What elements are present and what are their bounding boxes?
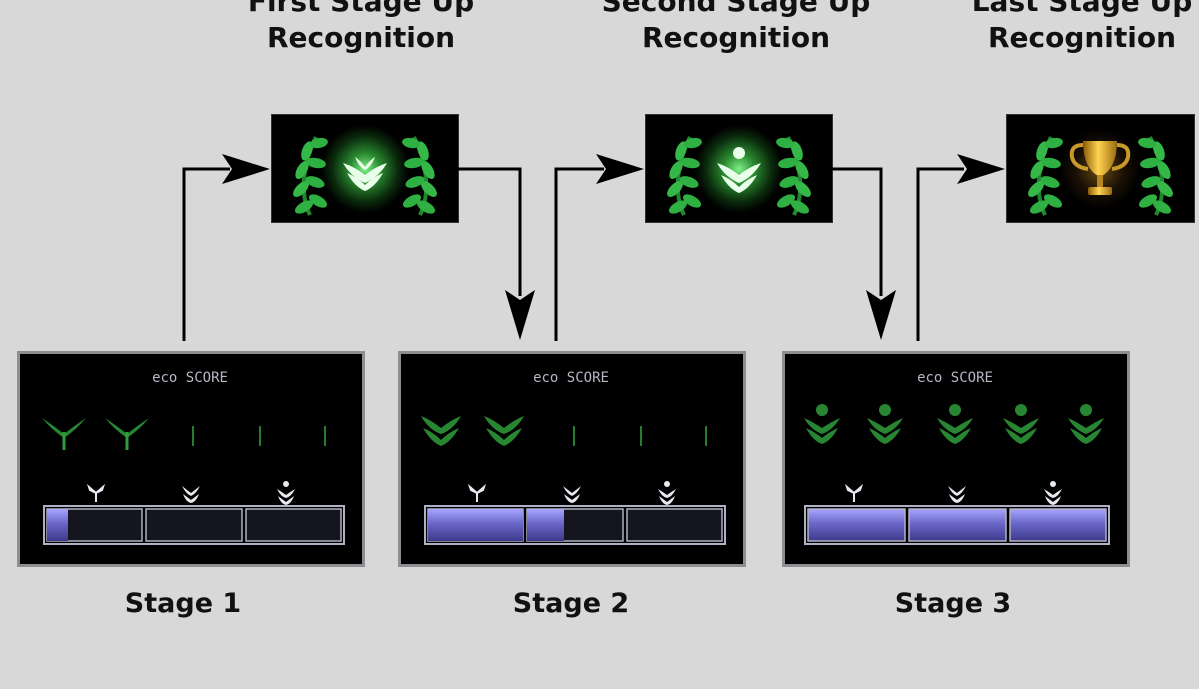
- bud-plant-icon: [937, 404, 973, 444]
- eco-score-display: eco SCORE: [42, 370, 345, 545]
- recognition-title-line1: First Stage Up: [247, 0, 475, 18]
- arrowhead-right-icon: [957, 154, 1005, 184]
- stage-marker-leaves-icon: [563, 486, 581, 503]
- stage-marker-bud-icon: [1044, 481, 1062, 505]
- recognition-title-line2: Recognition: [987, 21, 1177, 54]
- progress-fill-3: [1009, 508, 1107, 542]
- eco-progress-bar: [43, 505, 345, 545]
- stage-marker-sprout-icon: [86, 483, 106, 502]
- eco-score-title: eco SCORE: [152, 370, 228, 386]
- recognition-title-line2: Recognition: [266, 21, 456, 54]
- first-stage-badge: [271, 114, 459, 223]
- arrow-stage1-to-badge1: [182, 167, 230, 341]
- recognition-title-line2: Recognition: [641, 21, 831, 54]
- progress-segment-3: [245, 508, 342, 542]
- eco-score-display: eco SCORE: [804, 370, 1110, 545]
- stage-marker-leaves-icon: [948, 486, 966, 503]
- arrowhead-right-icon: [596, 154, 644, 184]
- progress-fill-2: [527, 509, 564, 541]
- arrowhead-right-icon: [222, 154, 270, 184]
- bud-plant-icon: [1068, 404, 1104, 444]
- leaf-plant-icon: [421, 416, 461, 446]
- last-stage-badge: [1006, 114, 1195, 223]
- stage-marker-sprout-icon: [844, 483, 864, 502]
- leaf-plant-icon: [484, 416, 524, 446]
- progress-fill-1: [428, 509, 523, 541]
- progress-fill-1: [47, 509, 68, 541]
- arrow-stage3-to-badge3: [916, 167, 964, 341]
- stage-marker-bud-icon: [658, 481, 676, 505]
- progress-segment-2: [145, 508, 243, 542]
- eco-score-screen-stage-3: eco SCORE: [782, 351, 1130, 567]
- stage-2-label: Stage 2: [512, 588, 630, 619]
- eco-score-title: eco SCORE: [917, 370, 993, 386]
- arrow-stage2-to-badge2: [554, 167, 604, 341]
- recognition-title-line1: Second Stage Up: [601, 0, 871, 18]
- recognition-title-line1: Last Stage Up: [971, 0, 1193, 18]
- eco-score-screen-stage-2: eco SCORE: [398, 351, 746, 567]
- eco-score-title: eco SCORE: [533, 370, 609, 386]
- recognition-title-first: First Stage Up Recognition: [211, 0, 511, 56]
- stage-3-label: Stage 3: [894, 588, 1012, 619]
- second-stage-badge: [645, 114, 833, 223]
- arrow-badge2-to-stage3: [831, 167, 883, 296]
- arrowhead-down-icon: [505, 290, 535, 340]
- eco-score-display: eco SCORE: [421, 370, 726, 545]
- arrow-badge1-to-stage2: [457, 167, 522, 296]
- stage-1-label: Stage 1: [124, 588, 242, 619]
- eco-progress-bar: [804, 505, 1110, 545]
- stage-marker-sprout-icon: [467, 483, 487, 502]
- stage-marker-leaves-icon: [182, 486, 200, 503]
- progress-fill-1: [807, 508, 906, 542]
- sprout-plant-icon: [42, 418, 86, 450]
- eco-score-screen-stage-1: eco SCORE: [17, 351, 365, 567]
- eco-progress-bar: [424, 505, 726, 545]
- bud-plant-icon: [1003, 404, 1039, 444]
- arrowhead-down-icon: [866, 290, 896, 340]
- sprout-plant-icon: [105, 418, 149, 450]
- progress-segment-3: [626, 508, 723, 542]
- bud-emblem-icon: [662, 125, 816, 219]
- sprout-emblem-icon: [288, 125, 442, 219]
- stage-marker-bud-icon: [277, 481, 295, 505]
- trophy-icon: [1023, 129, 1178, 219]
- bud-plant-icon: [804, 404, 840, 444]
- recognition-title-second: Second Stage Up Recognition: [586, 0, 886, 56]
- progress-fill-2: [908, 508, 1007, 542]
- bud-plant-icon: [867, 404, 903, 444]
- recognition-title-last: Last Stage Up Recognition: [932, 0, 1199, 56]
